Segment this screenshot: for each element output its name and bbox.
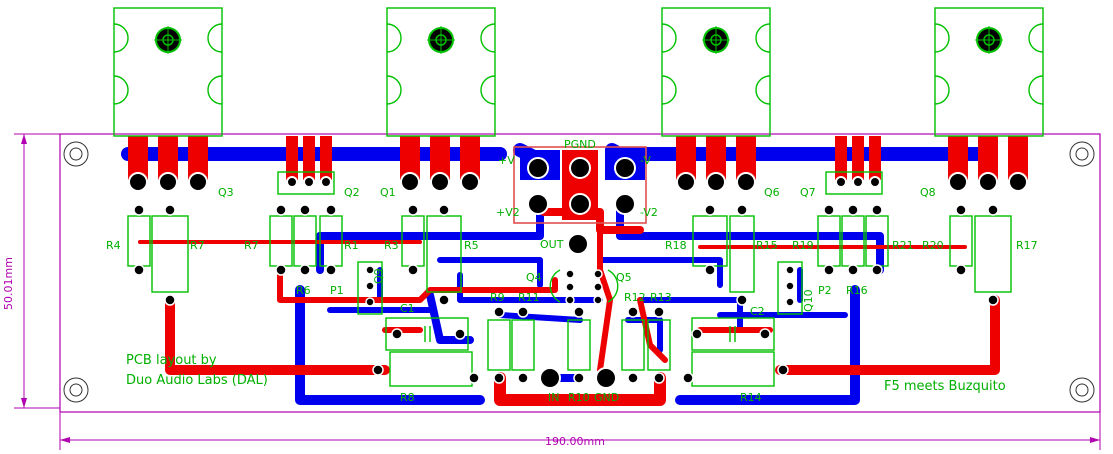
power-transistor-footprint [113, 7, 223, 137]
label-r10: R10 [568, 391, 590, 404]
label-q2: Q2 [344, 186, 360, 199]
label-q5: Q5 [616, 271, 632, 284]
label-r14: R14 [740, 391, 762, 404]
label-r6: R6 [296, 284, 311, 297]
label-q3: Q3 [218, 186, 234, 199]
label-pgnd: PGND [564, 138, 596, 151]
height-dimension-text: 50.01mm [2, 257, 15, 310]
board-title-line-2: Duo Audio Labs (DAL) [126, 373, 268, 388]
heatsink-hole-icon [154, 26, 182, 54]
label-r3: R3 [384, 239, 399, 252]
label-q7: Q7 [800, 186, 816, 199]
label-v2-minus: -V2 [640, 206, 658, 219]
label-r19: R19 [792, 239, 814, 252]
label-c2: C2 [750, 305, 765, 318]
label-r17: R17 [1016, 239, 1038, 252]
label-q6: Q6 [764, 186, 780, 199]
label-in: IN [548, 391, 559, 404]
width-dimension: 190.00mm [59, 412, 1101, 450]
label-v2-plus: +V2 [496, 206, 520, 219]
label-r15: R15 [756, 239, 778, 252]
component-labels: Q3 Q2 Q1 Q6 Q7 Q8 Q4 Q5 Q9 Q10 R4 R7 R7 … [106, 186, 1038, 404]
label-r13: R13 [650, 291, 672, 304]
top-copper-layer [128, 136, 1028, 406]
label-r4: R4 [106, 239, 121, 252]
board-subtitle: F5 meets Buzquito [884, 379, 1006, 394]
label-r16: R16 [846, 284, 868, 297]
board-outline [59, 133, 1101, 413]
mounting-holes [63, 141, 1095, 403]
mounting-hole-icon [63, 141, 89, 167]
label-r21: R21 [892, 239, 914, 252]
height-dimension: 50.01mm [2, 133, 60, 409]
label-r12: R12 [624, 291, 646, 304]
label-q1: Q1 [380, 186, 396, 199]
pads-layer [128, 26, 1028, 389]
mounting-hole-icon [1069, 377, 1095, 403]
label-r7a: R7 [190, 239, 205, 252]
bottom-copper-layer [121, 143, 997, 405]
label-out: OUT [540, 238, 564, 251]
board-title-line-1: PCB layout by [126, 353, 217, 368]
board-notes: PCB layout by Duo Audio Labs (DAL) F5 me… [126, 353, 1006, 394]
label-q4: Q4 [526, 271, 542, 284]
label-v-minus: -V [640, 154, 651, 167]
label-p2: P2 [818, 284, 832, 297]
width-dimension-text: 190.00mm [545, 435, 605, 448]
label-gnd: GND [594, 391, 619, 404]
label-p1: P1 [330, 284, 344, 297]
label-r5: R5 [464, 239, 479, 252]
label-q9: Q9 [372, 268, 385, 284]
mounting-hole-icon [1069, 141, 1095, 167]
label-r8: R8 [400, 391, 415, 404]
power-transistor-footprint [934, 7, 1044, 137]
heatsink-hole-icon [975, 26, 1003, 54]
label-r11: R11 [518, 291, 540, 304]
power-transistor-footprint [661, 7, 771, 137]
label-q8: Q8 [920, 186, 936, 199]
mounting-hole-icon [63, 377, 89, 403]
power-transistor-footprint [386, 7, 496, 137]
label-r1: R1 [344, 239, 359, 252]
label-r7b: R7 [244, 239, 259, 252]
label-r9: R9 [490, 291, 505, 304]
heatsink-hole-icon [702, 26, 730, 54]
silkscreen-layer [113, 7, 1044, 387]
label-r18: R18 [665, 239, 687, 252]
label-r20: R20 [922, 239, 944, 252]
label-c1: C1 [400, 302, 415, 315]
connector-labels: PGND +V -V +V2 -V2 OUT IN GND [496, 138, 658, 404]
heatsink-hole-icon [427, 26, 455, 54]
label-v-plus: +V [498, 154, 515, 167]
label-q10: Q10 [802, 289, 815, 312]
